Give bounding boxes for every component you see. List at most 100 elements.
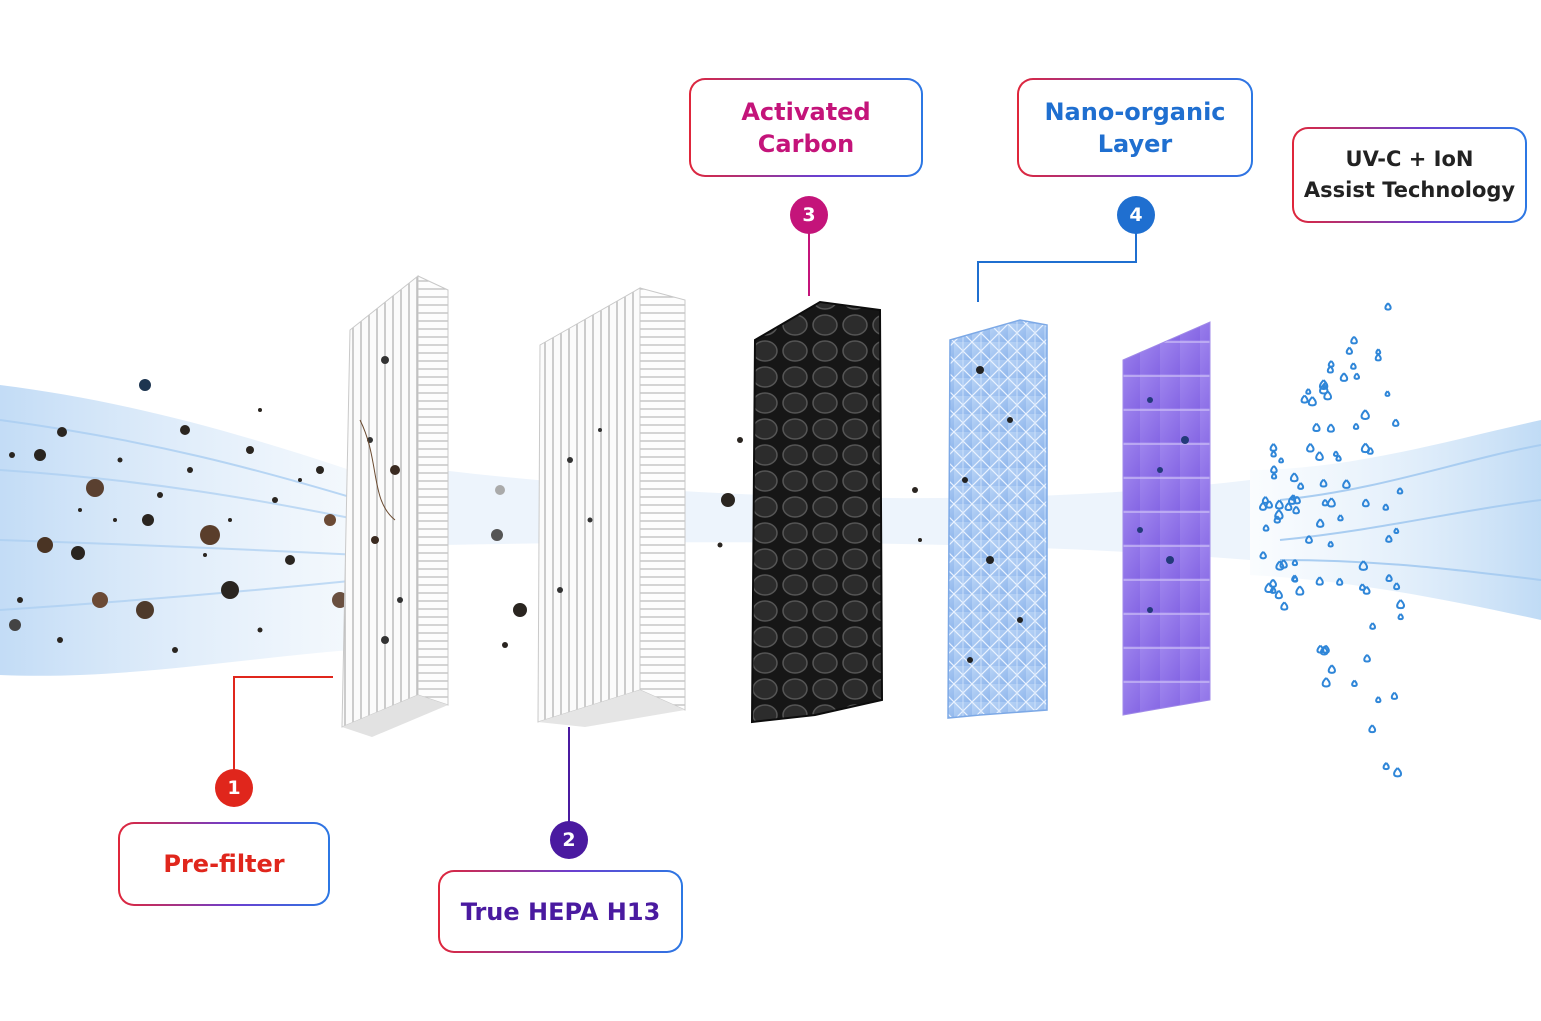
uvc-ion-label: UV-C + IoN Assist Technology xyxy=(1292,127,1527,223)
droplet xyxy=(1351,679,1358,688)
droplet xyxy=(1345,346,1353,355)
droplet xyxy=(1280,601,1289,611)
droplet xyxy=(1326,497,1336,508)
droplet xyxy=(1305,388,1312,395)
hepa-text: True HEPA H13 xyxy=(460,897,661,926)
droplet xyxy=(1384,390,1391,397)
droplet xyxy=(1319,478,1328,488)
droplet xyxy=(1316,644,1325,654)
droplet xyxy=(1318,379,1329,390)
layer-1-badge: 1 xyxy=(215,769,253,807)
droplet xyxy=(1284,502,1293,512)
droplet xyxy=(1323,390,1333,401)
droplet xyxy=(1396,487,1404,495)
droplet xyxy=(1335,454,1342,462)
droplet xyxy=(1305,535,1313,544)
hepa-label: True HEPA H13 xyxy=(438,870,683,953)
hepa-filter-panel-icon xyxy=(537,287,686,727)
droplet xyxy=(1289,472,1299,483)
droplet xyxy=(1393,527,1400,534)
droplet xyxy=(1392,418,1400,427)
droplet xyxy=(1312,422,1321,432)
droplet xyxy=(1363,654,1371,663)
droplet xyxy=(1353,372,1361,380)
droplet xyxy=(1384,302,1392,311)
droplet xyxy=(1265,500,1273,509)
droplet xyxy=(1269,443,1278,452)
droplet xyxy=(1274,499,1284,510)
layer-3-badge: 3 xyxy=(790,196,828,234)
droplet xyxy=(1275,560,1285,571)
droplet xyxy=(1306,443,1315,453)
droplet xyxy=(1290,494,1297,501)
droplet xyxy=(1300,394,1309,404)
droplet xyxy=(1350,335,1358,345)
droplet xyxy=(1291,574,1299,583)
droplet xyxy=(1385,534,1393,543)
nano-organic-text-line-1: Nano-organic xyxy=(1044,97,1226,126)
carbon-filter-panel-icon xyxy=(750,300,884,724)
droplet xyxy=(1336,577,1344,586)
nano-organic-label: Nano-organic Layer xyxy=(1017,78,1253,177)
droplet xyxy=(1261,496,1269,504)
droplet xyxy=(1270,465,1278,474)
droplet xyxy=(1319,646,1329,656)
droplet xyxy=(1307,396,1317,407)
droplet xyxy=(1396,599,1406,610)
droplet xyxy=(1375,348,1382,355)
activated-carbon-label: Activated Carbon xyxy=(689,78,923,177)
droplet xyxy=(1375,696,1382,704)
droplet xyxy=(1337,514,1344,522)
droplet xyxy=(1297,482,1305,490)
droplet xyxy=(1382,762,1390,771)
layer-4-badge: 4 xyxy=(1117,196,1155,234)
uvc-ion-text-line-2: Assist Technology xyxy=(1303,178,1516,202)
droplet xyxy=(1360,409,1370,420)
droplet xyxy=(1315,576,1324,586)
droplet xyxy=(1339,372,1349,382)
droplet xyxy=(1393,582,1401,591)
droplet xyxy=(1360,442,1371,454)
droplet xyxy=(1390,691,1399,700)
activated-carbon-text-line-2: Carbon xyxy=(757,129,855,158)
droplet xyxy=(1350,362,1357,370)
droplet xyxy=(1361,498,1370,508)
droplet xyxy=(1326,365,1334,374)
droplet xyxy=(1374,353,1382,362)
droplet xyxy=(1274,590,1283,600)
droplet xyxy=(1315,451,1324,461)
droplet xyxy=(1385,574,1393,583)
droplet xyxy=(1316,518,1325,528)
uv-ion-panel-icon xyxy=(1122,321,1211,716)
layer-2-badge: 2 xyxy=(550,821,588,859)
droplet xyxy=(1369,622,1377,630)
droplet xyxy=(1397,613,1404,621)
droplet xyxy=(1321,677,1331,688)
uvc-ion-text-line-1: UV-C + IoN xyxy=(1345,147,1474,171)
nano-organic-panel-icon xyxy=(947,319,1048,719)
droplet xyxy=(1259,551,1267,560)
connector-lines xyxy=(233,233,1137,822)
droplet xyxy=(1352,422,1360,430)
droplet xyxy=(1326,423,1335,433)
droplet xyxy=(1292,505,1300,515)
droplet xyxy=(1393,767,1403,778)
droplet xyxy=(1327,540,1334,548)
droplet xyxy=(1327,664,1336,674)
droplet xyxy=(1321,498,1329,507)
droplet xyxy=(1259,501,1267,511)
droplet xyxy=(1291,559,1299,567)
droplet xyxy=(1278,457,1284,464)
nano-organic-text-line-2: Layer xyxy=(1097,129,1173,158)
droplet xyxy=(1270,472,1278,480)
droplet xyxy=(1295,585,1305,596)
pre-filter-label: Pre-filter xyxy=(118,822,330,906)
activated-carbon-text-line-1: Activated xyxy=(741,97,871,126)
droplet xyxy=(1342,479,1351,489)
droplet xyxy=(1368,724,1377,734)
pre-filter-panel-icon xyxy=(341,274,449,737)
droplet xyxy=(1358,560,1369,571)
droplet xyxy=(1269,586,1277,594)
